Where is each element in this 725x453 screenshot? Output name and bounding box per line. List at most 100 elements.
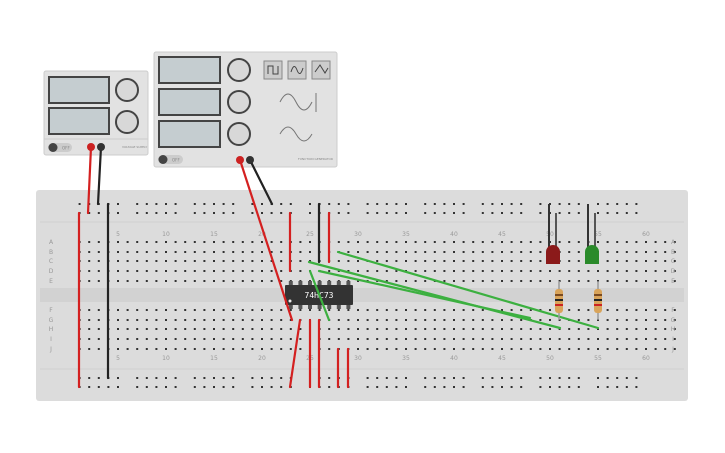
hole[interactable] [587, 270, 590, 272]
hole[interactable] [462, 280, 465, 282]
hole[interactable] [597, 241, 599, 243]
hole[interactable] [395, 348, 398, 350]
hole[interactable] [424, 338, 427, 340]
hole[interactable] [414, 319, 417, 321]
hole[interactable] [616, 270, 619, 272]
hole[interactable] [385, 319, 388, 321]
hole[interactable] [395, 309, 398, 311]
hole[interactable] [241, 309, 244, 311]
hole[interactable] [654, 241, 657, 243]
hole[interactable] [213, 309, 215, 311]
hole[interactable] [491, 338, 494, 340]
hole[interactable] [88, 280, 91, 282]
hole[interactable] [472, 280, 475, 282]
rail-hole[interactable] [501, 212, 503, 214]
hole[interactable] [414, 241, 417, 243]
hole[interactable] [155, 270, 158, 272]
hole[interactable] [145, 241, 148, 243]
hole[interactable] [385, 260, 388, 262]
rail-hole[interactable] [558, 203, 561, 205]
hole[interactable] [261, 338, 263, 340]
hole[interactable] [155, 328, 158, 330]
hole[interactable] [558, 241, 561, 243]
hole[interactable] [481, 251, 484, 253]
hole[interactable] [117, 260, 119, 262]
power-supply[interactable]: OFF VOLTAGE SUPPLY [43, 70, 149, 156]
rail-hole[interactable] [577, 212, 580, 214]
hole[interactable] [635, 338, 638, 340]
hole[interactable] [337, 328, 340, 330]
rail-hole[interactable] [174, 203, 177, 205]
rail-hole[interactable] [155, 203, 158, 205]
hole[interactable] [568, 270, 571, 272]
hole[interactable] [347, 270, 350, 272]
hole[interactable] [347, 260, 350, 262]
green-wire[interactable] [307, 260, 562, 330]
hole[interactable] [117, 309, 119, 311]
rail-hole[interactable] [520, 386, 523, 388]
rail-hole[interactable] [549, 386, 551, 388]
rail-hole[interactable] [491, 203, 494, 205]
hole[interactable] [232, 241, 235, 243]
rail-hole[interactable] [539, 386, 542, 388]
hole[interactable] [270, 328, 273, 330]
hole[interactable] [193, 251, 196, 253]
hole[interactable] [405, 260, 407, 262]
resistor-2[interactable] [594, 281, 602, 320]
hole[interactable] [405, 319, 407, 321]
hole[interactable] [405, 280, 407, 282]
hole[interactable] [213, 348, 215, 350]
hole[interactable] [385, 338, 388, 340]
hole[interactable] [481, 348, 484, 350]
hole[interactable] [645, 309, 647, 311]
hole[interactable] [97, 338, 100, 340]
hole[interactable] [577, 338, 580, 340]
hole[interactable] [145, 260, 148, 262]
hole[interactable] [376, 270, 379, 272]
hole[interactable] [664, 251, 667, 253]
rail-hole[interactable] [606, 377, 609, 379]
hole[interactable] [472, 270, 475, 272]
rail-hole[interactable] [232, 377, 235, 379]
hole[interactable] [270, 319, 273, 321]
hole[interactable] [117, 241, 119, 243]
hole[interactable] [577, 241, 580, 243]
hole[interactable] [443, 260, 446, 262]
hole[interactable] [529, 241, 532, 243]
rail-hole[interactable] [597, 203, 599, 205]
fg-red-wire[interactable] [238, 158, 294, 322]
rail-hole[interactable] [501, 386, 503, 388]
hole[interactable] [433, 260, 436, 262]
hole[interactable] [241, 280, 244, 282]
hole[interactable] [625, 251, 628, 253]
rail-hole[interactable] [491, 377, 494, 379]
hole[interactable] [299, 260, 302, 262]
hole[interactable] [549, 319, 551, 321]
rail-hole[interactable] [270, 377, 273, 379]
hole[interactable] [337, 309, 340, 311]
rail-hole[interactable] [155, 377, 158, 379]
hole[interactable] [97, 328, 100, 330]
hole[interactable] [97, 280, 100, 282]
hole[interactable] [520, 241, 523, 243]
hole[interactable] [654, 348, 657, 350]
hole[interactable] [174, 251, 177, 253]
hole[interactable] [568, 241, 571, 243]
rail-hole[interactable] [203, 212, 206, 214]
rail-hole[interactable] [385, 203, 388, 205]
hole[interactable] [529, 328, 532, 330]
hole[interactable] [414, 328, 417, 330]
hole[interactable] [481, 338, 484, 340]
hole[interactable] [222, 328, 225, 330]
rail-hole[interactable] [165, 203, 167, 205]
rail-hole[interactable] [145, 212, 148, 214]
rail-hole[interactable] [136, 203, 139, 205]
hole[interactable] [616, 280, 619, 282]
hole[interactable] [501, 348, 503, 350]
hole[interactable] [472, 338, 475, 340]
hole[interactable] [117, 338, 119, 340]
hole[interactable] [251, 280, 254, 282]
hole[interactable] [309, 260, 311, 262]
hole[interactable] [117, 280, 119, 282]
hole[interactable] [174, 270, 177, 272]
